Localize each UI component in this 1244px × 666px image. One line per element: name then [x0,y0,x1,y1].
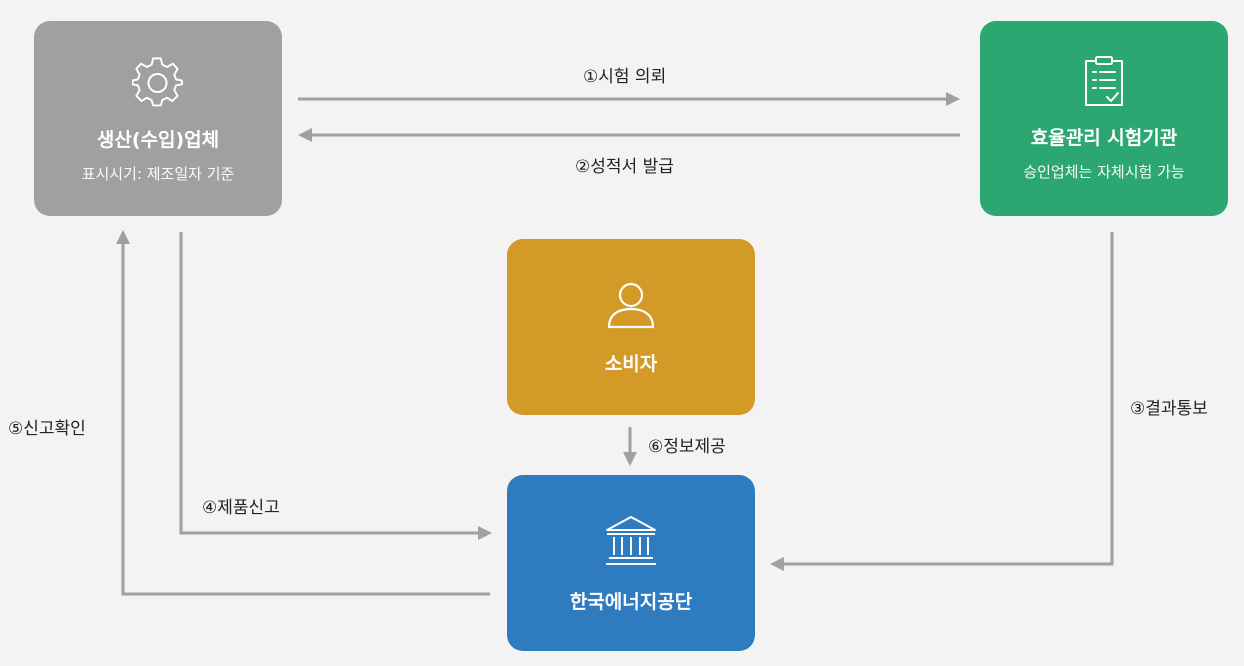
arrowhead-step6 [623,452,637,466]
arrow-step4 [179,232,480,535]
consumer-title: 소비자 [604,353,658,375]
edge-label-step5: ⑤신고확인 [8,419,86,439]
arrowhead-step2 [298,128,312,142]
lab-subtitle: 승인업체는 자체시험 가능 [1023,163,1185,181]
gear-icon [132,57,183,107]
agency-title: 한국에너지공단 [569,591,693,613]
edge-label-step1: ①시험 의뢰 [583,67,667,87]
edge-label-step3: ③결과통보 [1130,399,1208,419]
node-test-lab: 효율관리 시험기관 승인업체는 자체시험 가능 [980,21,1228,216]
edge-label-step6: ⑥정보제공 [648,437,726,457]
node-agency: 한국에너지공단 [507,475,755,651]
clipboard-checklist-icon [1085,56,1123,106]
arrow-step5 [121,242,490,596]
lab-title: 효율관리 시험기관 [1030,127,1178,149]
arrowhead-step4 [478,526,492,540]
arrowhead-step5 [116,230,130,244]
arrowhead-step3 [770,557,784,571]
edge-label-step4: ④제품신고 [202,498,280,518]
node-producer: 생산(수입)업체 표시시기: 제조일자 기준 [34,21,282,216]
producer-title: 생산(수입)업체 [96,129,220,151]
arrow-step3 [782,232,1114,566]
user-icon [607,282,655,329]
institution-building-icon [606,516,656,565]
edge-label-step2: ②성적서 발급 [575,157,674,177]
node-consumer: 소비자 [507,239,755,415]
arrowhead-step1 [946,92,960,106]
producer-subtitle: 표시시기: 제조일자 기준 [81,165,235,183]
